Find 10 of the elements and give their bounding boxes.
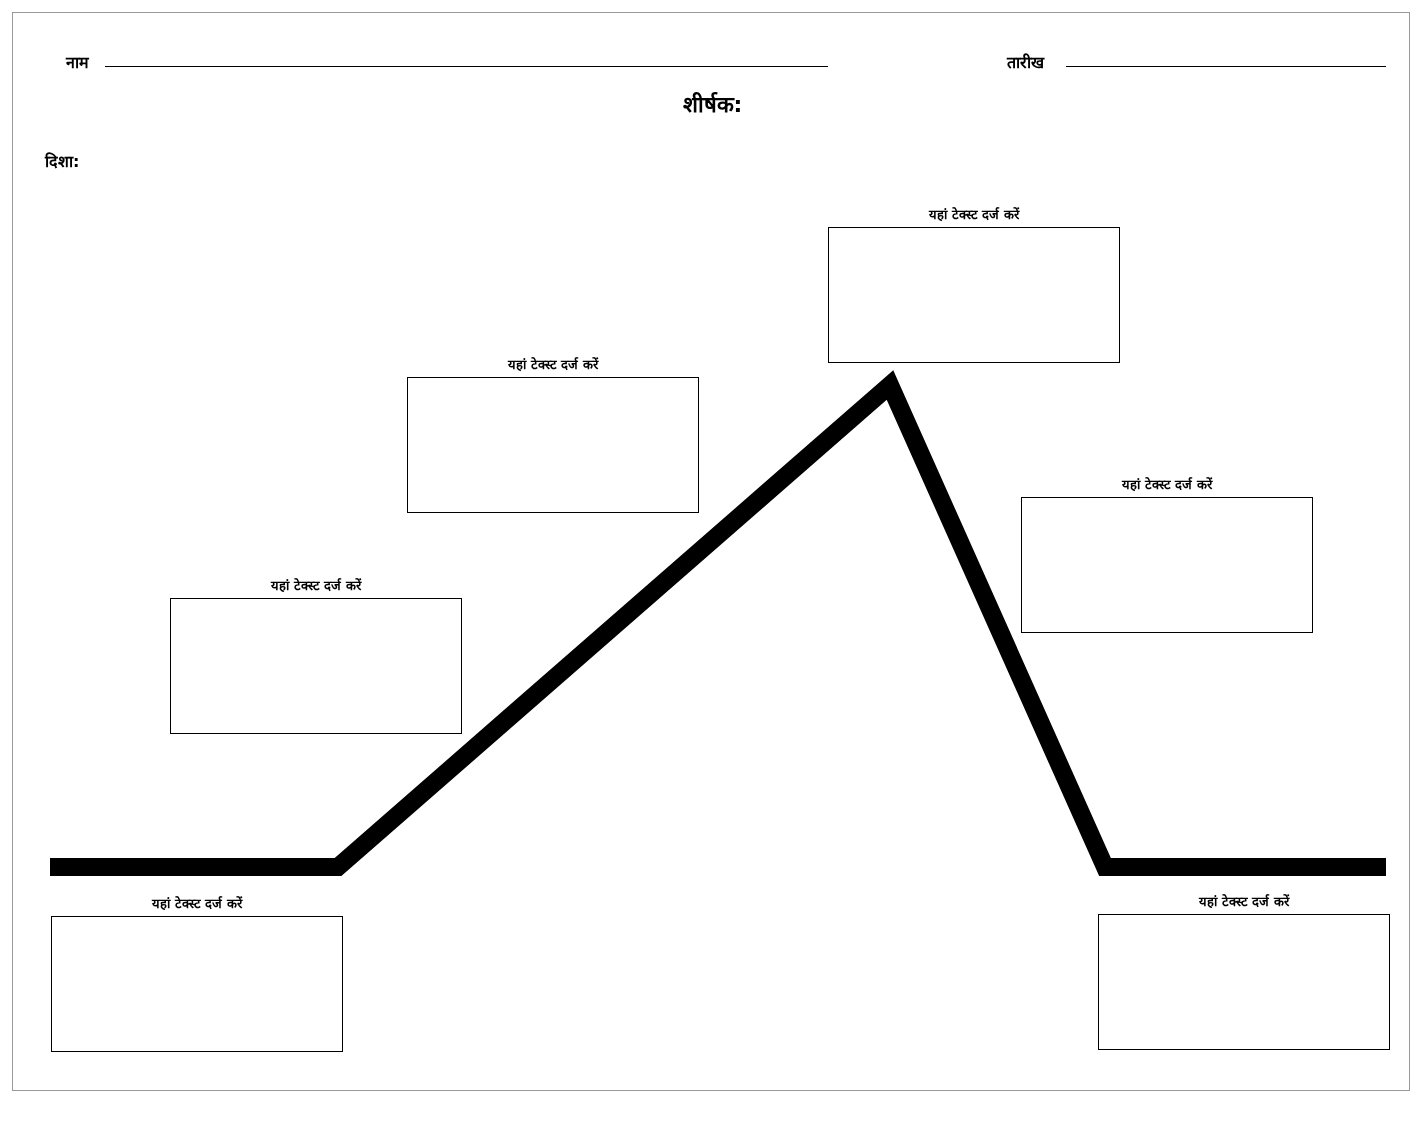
box-heading: यहां टेक्स्ट दर्ज करें — [150, 895, 244, 912]
box-heading: यहां टेक्स्ट दर्ज करें — [1120, 476, 1214, 493]
title: शीर्षक: — [681, 91, 744, 118]
directions-label: दिशा: — [45, 151, 80, 172]
box-heading: यहां टेक्स्ट दर्ज करें — [506, 356, 600, 373]
box-heading: यहां टेक्स्ट दर्ज करें — [927, 206, 1021, 223]
box-heading: यहां टेक्स्ट दर्ज करें — [269, 577, 363, 594]
box-heading: यहां टेक्स्ट दर्ज करें — [1197, 893, 1291, 910]
field-label: तारीख — [1007, 52, 1044, 73]
field-label: नाम — [66, 52, 89, 73]
